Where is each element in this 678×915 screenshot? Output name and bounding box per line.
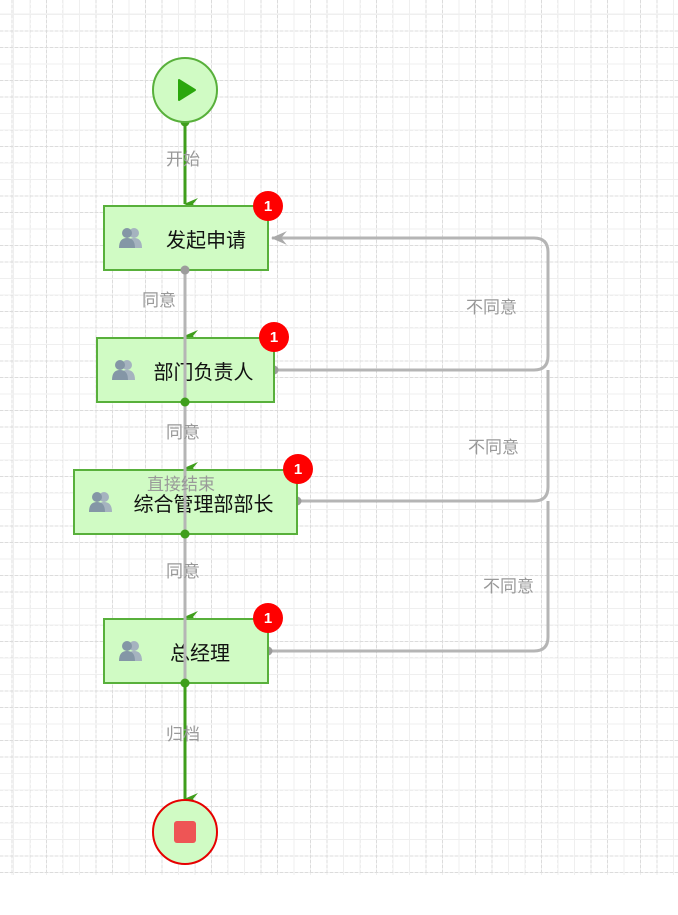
edge-label-agree: 同意 [166, 562, 200, 582]
users-icon [89, 492, 112, 512]
end-node[interactable] [152, 799, 218, 865]
edge-label-start: 开始 [166, 150, 200, 170]
edge-label-agree: 同意 [166, 423, 200, 443]
edge-label-disagree: 不同意 [483, 577, 534, 597]
edge-label-direct-end: 直接结束 [147, 475, 215, 495]
node-badge: 1 [253, 603, 283, 633]
node-badge: 1 [283, 454, 313, 484]
users-icon [119, 641, 142, 661]
edge-label-disagree: 不同意 [468, 438, 519, 458]
node-label: 发起申请 [166, 227, 246, 252]
edge-label-disagree: 不同意 [466, 298, 517, 318]
node-badge: 1 [259, 322, 289, 352]
node-badge: 1 [253, 191, 283, 221]
node-label: 部门负责人 [153, 359, 254, 384]
edge-label-agree: 同意 [142, 291, 176, 311]
node-gm[interactable]: 总经理 [103, 618, 269, 684]
edge-gm-reject[interactable] [268, 501, 550, 653]
node-dept-head[interactable]: 部门负责人 [96, 337, 275, 403]
users-icon [119, 228, 142, 248]
node-label: 总经理 [170, 640, 230, 665]
stop-icon [174, 821, 196, 843]
edge-dept-head-reject[interactable] [270, 231, 550, 372]
edge-label-archive: 归档 [166, 725, 200, 745]
play-icon [178, 79, 196, 101]
users-icon [112, 360, 135, 380]
start-node[interactable] [152, 57, 218, 123]
edge-admin-head-reject[interactable] [297, 370, 550, 503]
node-apply[interactable]: 发起申请 [103, 205, 269, 271]
